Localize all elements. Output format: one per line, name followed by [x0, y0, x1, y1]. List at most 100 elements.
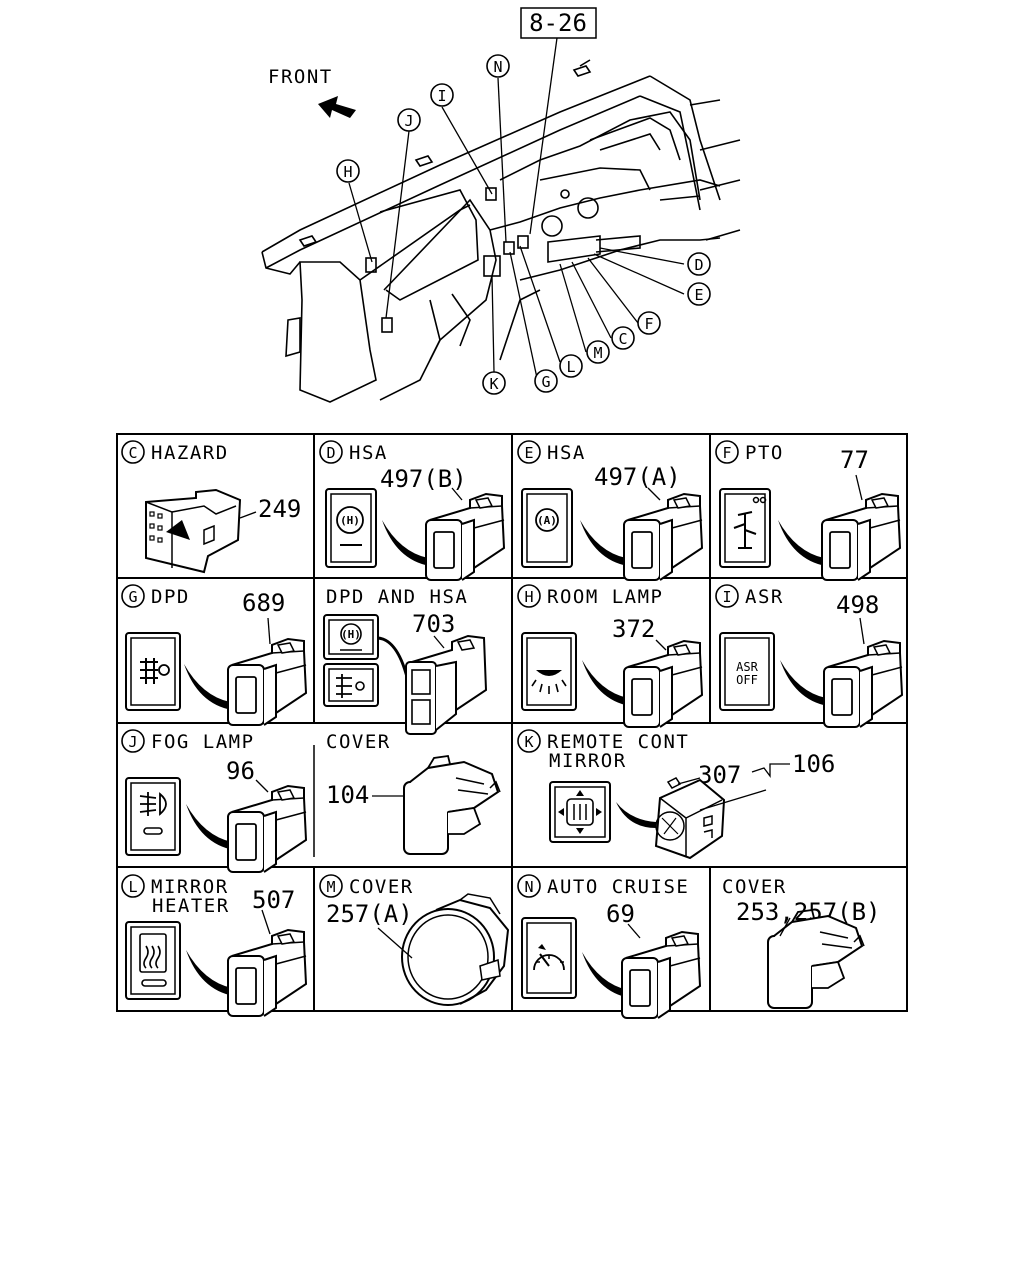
part-number: 249 — [258, 495, 301, 523]
fog-lamp-switch — [125, 777, 307, 873]
cell-letter: L — [128, 878, 137, 896]
callout-letter: F — [644, 315, 653, 333]
cell-title: ASR — [745, 586, 784, 608]
cell-letter: H — [524, 588, 533, 606]
callout-letter: H — [343, 163, 352, 181]
part-number: 507 — [252, 886, 295, 914]
callout-letter: E — [694, 286, 703, 304]
hazard-switch — [145, 488, 257, 574]
dashboard-outline — [261, 59, 741, 403]
callout-g: G — [534, 369, 558, 393]
part-number: 497(A) — [594, 463, 681, 491]
cell-letter: G — [128, 588, 137, 606]
cover-104 — [372, 755, 501, 855]
cell-title: REMOTE CONT — [547, 731, 689, 753]
callout-m: M — [586, 340, 610, 364]
cell-j-labels: J FOG LAMP 96 — [121, 729, 255, 785]
callout-letter: D — [694, 256, 703, 274]
part-number: 257(A) — [326, 900, 413, 928]
callout-d: D — [687, 252, 711, 276]
asr-switch: ASR OFF — [719, 617, 903, 728]
cell-title: COVER — [722, 876, 787, 898]
part-number: 69 — [606, 900, 635, 928]
cell-title: FOG LAMP — [151, 731, 255, 753]
cover-253-257b — [767, 909, 865, 1009]
asr-panel-text: ASR — [736, 660, 758, 674]
cell-h-labels: H ROOM LAMP 372 — [517, 584, 663, 643]
mirror-heater-switch — [125, 909, 307, 1017]
cell-title: COVER — [349, 876, 414, 898]
svg-text:(H): (H) — [341, 628, 361, 641]
callout-l: L — [559, 354, 583, 378]
part-number: 96 — [226, 757, 255, 785]
remote-mirror-switch — [549, 763, 790, 860]
cell-title: AUTO CRUISE — [547, 876, 689, 898]
cell-i-labels: I ASR 498 — [715, 584, 879, 619]
cell-title-line2: HEATER — [152, 895, 230, 917]
cell-letter: M — [326, 878, 335, 896]
cell-letter: J — [128, 733, 137, 751]
callout-letter: G — [541, 373, 550, 391]
part-number: 703 — [412, 610, 455, 638]
callout-letter: L — [566, 358, 575, 376]
dpd-and-hsa-switch: (H) — [323, 614, 488, 735]
page-ref-box — [520, 7, 597, 39]
cell-title: COVER — [326, 731, 391, 753]
callout-letter: C — [618, 330, 627, 348]
callout-f: F — [637, 311, 661, 335]
callout-letter: J — [404, 112, 413, 130]
part-number: 77 — [840, 446, 869, 474]
cell-e-labels: E HSA 497(A) — [517, 440, 681, 491]
cell-title: HAZARD — [151, 442, 229, 464]
cell-f-labels: F PTO 77 — [715, 440, 869, 474]
dpd-switch — [125, 617, 307, 726]
cell-letter: F — [722, 444, 731, 462]
page-ref: 8-26 — [529, 9, 587, 37]
hsa-switch-b: (H) — [325, 487, 505, 581]
cell-letter: E — [524, 444, 533, 462]
cell-letter: N — [524, 878, 533, 896]
pto-switch — [719, 474, 901, 581]
callout-letter: K — [489, 375, 498, 393]
part-number: 498 — [836, 591, 879, 619]
front-label: FRONT — [268, 66, 333, 88]
callout-k: K — [482, 371, 506, 395]
cell-title: PTO — [745, 442, 784, 464]
callout-i: I — [430, 83, 454, 107]
cell-title: HSA — [349, 442, 388, 464]
cell-title: MIRROR — [151, 876, 229, 898]
auto-cruise-switch — [521, 917, 701, 1019]
cell-title: DPD AND HSA — [326, 586, 468, 608]
callout-letter: I — [437, 87, 446, 105]
callout-j: J — [397, 108, 421, 132]
part-number: 497(B) — [380, 465, 467, 493]
part-number: 372 — [612, 615, 655, 643]
callout-letter: M — [593, 344, 602, 362]
part-number: 689 — [242, 589, 285, 617]
callout-c: C — [611, 326, 635, 350]
front-arrow-icon — [318, 96, 356, 118]
callout-leaders — [348, 37, 685, 379]
hsa-switch-a: (A) — [521, 487, 703, 581]
cell-title: HSA — [547, 442, 586, 464]
cell-letter: D — [326, 444, 335, 462]
off-panel-text: OFF — [736, 673, 758, 687]
cell-title: DPD — [151, 586, 190, 608]
callout-letter: N — [493, 58, 502, 76]
cell-title-line2: MIRROR — [549, 750, 627, 772]
callout-e: E — [687, 282, 711, 306]
cell-title: ROOM LAMP — [547, 586, 663, 608]
cell-letter: I — [722, 588, 731, 606]
part-number-2: 106 — [792, 750, 835, 778]
callout-n: N — [486, 54, 510, 78]
